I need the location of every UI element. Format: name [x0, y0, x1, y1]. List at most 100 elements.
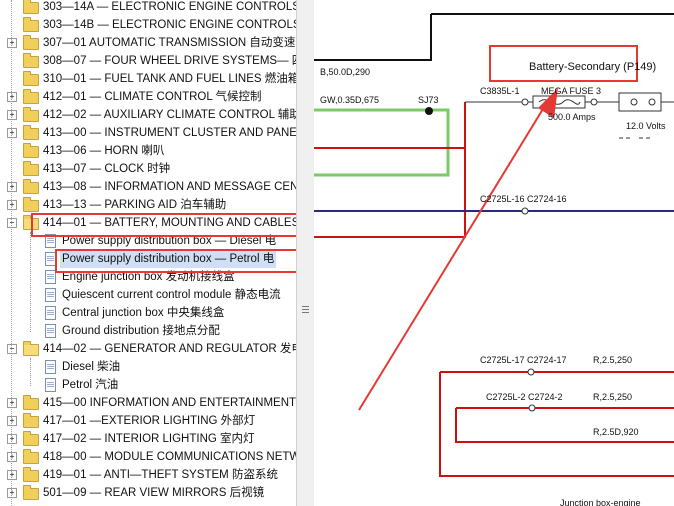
tree-folder-row[interactable]: +418—00 — MODULE COMMUNICATIONS NETWORK: [0, 448, 296, 466]
tree-folder-label: 412—02 — AUXILIARY CLIMATE CONTROL 辅助: [43, 109, 296, 121]
wire-label-r250-a: R,2.5,250: [593, 355, 633, 365]
tree-folder-label: 303—14B — ELECTRONIC ENGINE CONTROLS: [43, 19, 296, 31]
tree-folder-label: 418—00 — MODULE COMMUNICATIONS NETWORK: [43, 451, 296, 463]
expand-icon[interactable]: +: [7, 470, 17, 480]
battery-terminal-neg: [630, 98, 638, 106]
expand-icon[interactable]: +: [7, 398, 17, 408]
tree-folder-label: 414—02 — GENERATOR AND REGULATOR 发电机: [43, 343, 296, 355]
tree-item-row[interactable]: Diesel 柴油: [0, 358, 296, 376]
splitter-grip[interactable]: [302, 306, 309, 307]
folder-icon: [23, 107, 39, 122]
collapse-icon[interactable]: −: [7, 344, 17, 354]
expand-icon[interactable]: +: [7, 452, 17, 462]
folder-icon: [23, 449, 39, 464]
black-wire-b: [314, 14, 432, 61]
tree-folder-row[interactable]: +501—09 — REAR VIEW MIRRORS 后视镜: [0, 484, 296, 502]
tree-folder-label: 417—02 — INTERIOR LIGHTING 室内灯: [43, 433, 255, 445]
expand-icon[interactable]: +: [7, 488, 17, 498]
tree-item-row[interactable]: Central junction box 中央集线盒: [0, 304, 296, 322]
expand-icon[interactable]: +: [7, 92, 17, 102]
tree-folder-row[interactable]: 413—06 — HORN 喇叭: [0, 142, 296, 160]
tree-folder-row[interactable]: +307—01 AUTOMATIC TRANSMISSION 自动变速器: [0, 34, 296, 52]
tree-folder-label: 414—01 — BATTERY, MOUNTING AND CABLES: [43, 217, 296, 229]
panel-splitter[interactable]: [296, 0, 316, 506]
collapse-icon[interactable]: −: [7, 218, 17, 228]
tree-item-row[interactable]: Engine junction box 发动机接线盒: [0, 268, 296, 286]
folder-icon: [23, 395, 39, 410]
splice-label: SJ73: [418, 95, 439, 105]
document-icon: [45, 234, 56, 248]
wire-label-r920: R,2.5D,920: [593, 427, 639, 437]
tree-folder-row[interactable]: 308—07 — FOUR WHEEL DRIVE SYSTEMS— 四轮驱动: [0, 52, 296, 70]
folder-icon: [23, 413, 39, 428]
tree-folder-row[interactable]: 310—01 — FUEL TANK AND FUEL LINES 燃油箱: [0, 70, 296, 88]
tree-folder-row[interactable]: +413—13 — PARKING AID 泊车辅助: [0, 196, 296, 214]
wire-label-b: B,50.0D,290: [320, 67, 371, 77]
tree-folder-label: 412—01 — CLIMATE CONTROL 气候控制: [43, 91, 262, 103]
tree-item-row[interactable]: Ground distribution 接地点分配: [0, 322, 296, 340]
expand-icon[interactable]: +: [7, 200, 17, 210]
tree-item-label: Central junction box 中央集线盒: [62, 307, 225, 319]
battery-terminal-pos: [648, 98, 656, 106]
green-wire: [314, 108, 450, 177]
tree-folder-row[interactable]: +415—00 INFORMATION AND ENTERTAINMENT: [0, 394, 296, 412]
tree-folder-row[interactable]: − 414—02 — GENERATOR AND REGULATOR 发电机: [0, 340, 296, 358]
tree-folder-label: 307—01 AUTOMATIC TRANSMISSION 自动变速器: [43, 37, 296, 49]
expand-icon[interactable]: +: [7, 128, 17, 138]
wire-label-gw: GW,0.35D,675: [320, 95, 380, 105]
tree-item-label: Power supply distribution box — Diesel 电: [62, 235, 277, 247]
folder-open-icon: [23, 341, 39, 356]
document-icon: [45, 324, 56, 338]
tree-folder-row[interactable]: 303—14A — ELECTRONIC ENGINE CONTROLS: [0, 0, 296, 16]
expand-icon[interactable]: +: [7, 38, 17, 48]
tree-guide-line: [30, 232, 31, 332]
red-wire-main: [314, 147, 466, 238]
tree-item-row[interactable]: Power supply distribution box — Diesel 电: [0, 232, 296, 250]
volts-label: 12.0 Volts: [626, 121, 666, 131]
junction-box-label: Junction box-engine: [560, 498, 641, 506]
tree-item-row[interactable]: Petrol 汽油: [0, 376, 296, 394]
tree-folder-row[interactable]: +417—01 —EXTERIOR LIGHTING 外部灯: [0, 412, 296, 430]
tree-folder-label: 417—01 —EXTERIOR LIGHTING 外部灯: [43, 415, 256, 427]
folder-icon: [23, 179, 39, 194]
expand-icon[interactable]: +: [7, 416, 17, 426]
document-icon: [45, 288, 56, 302]
tree-item-label: Petrol 汽油: [62, 379, 119, 391]
tree-folder-label: 303—14A — ELECTRONIC ENGINE CONTROLS: [43, 1, 296, 13]
annotation-arrow-line: [358, 103, 547, 411]
tree-folder-label: 308—07 — FOUR WHEEL DRIVE SYSTEMS— 四轮驱动: [43, 55, 296, 67]
annotation-box-battery: [489, 45, 638, 82]
folder-icon: [23, 431, 39, 446]
expand-icon[interactable]: +: [7, 110, 17, 120]
mega-fuse-label: MEGA FUSE 3: [541, 86, 602, 96]
tree-folder-label: 419—01 — ANTI—THEFT SYSTEM 防盗系统: [43, 469, 278, 481]
connector-label-16: C2725L-16 C2724-16: [480, 194, 567, 204]
expand-icon[interactable]: +: [7, 182, 17, 192]
tree-folder-row[interactable]: 303—14B — ELECTRONIC ENGINE CONTROLS: [0, 16, 296, 34]
red-wire-loop-inner: [455, 408, 674, 443]
connector-label-17: C2725L-17 C2724-17: [480, 355, 567, 365]
tree-folder-row[interactable]: +419—01 — ANTI—THEFT SYSTEM 防盗系统: [0, 466, 296, 484]
tree-folder-row[interactable]: 413—07 — CLOCK 时钟: [0, 160, 296, 178]
tree-folder-label: 413—08 — INFORMATION AND MESSAGE CENTER: [43, 181, 296, 193]
tree-folder-label: 413—07 — CLOCK 时钟: [43, 163, 171, 175]
wire-label-r250-b: R,2.5,250: [593, 392, 633, 402]
folder-icon: [23, 53, 39, 68]
tree-folder-label: 501—09 — REAR VIEW MIRRORS 后视镜: [43, 487, 265, 499]
tree-item-row[interactable]: Quiescent current control module 静态电流: [0, 286, 296, 304]
splice-dot: [425, 107, 433, 115]
tree-panel[interactable]: 303—14A — ELECTRONIC ENGINE CONTROLS 303—…: [0, 0, 296, 506]
tree-folder-row[interactable]: − 414—01 — BATTERY, MOUNTING AND CABLES: [0, 214, 296, 232]
tree-folder-row[interactable]: +413—00 — INSTRUMENT CLUSTER AND PANEL: [0, 124, 296, 142]
tree-folder-row[interactable]: +417—02 — INTERIOR LIGHTING 室内灯: [0, 430, 296, 448]
tree-item-row[interactable]: Power supply distribution box — Petrol 电: [0, 250, 296, 268]
connector-dot-16: [521, 207, 529, 215]
tree-folder-row[interactable]: +412—02 — AUXILIARY CLIMATE CONTROL 辅助: [0, 106, 296, 124]
tree-guide-line: [30, 358, 31, 386]
folder-icon: [23, 89, 39, 104]
expand-icon[interactable]: +: [7, 434, 17, 444]
tree-folder-row[interactable]: +413—08 — INFORMATION AND MESSAGE CENTER: [0, 178, 296, 196]
tree-folder-row[interactable]: +412—01 — CLIMATE CONTROL 气候控制: [0, 88, 296, 106]
folder-open-icon: [23, 215, 39, 230]
fuse-terminal-left: [521, 98, 529, 106]
